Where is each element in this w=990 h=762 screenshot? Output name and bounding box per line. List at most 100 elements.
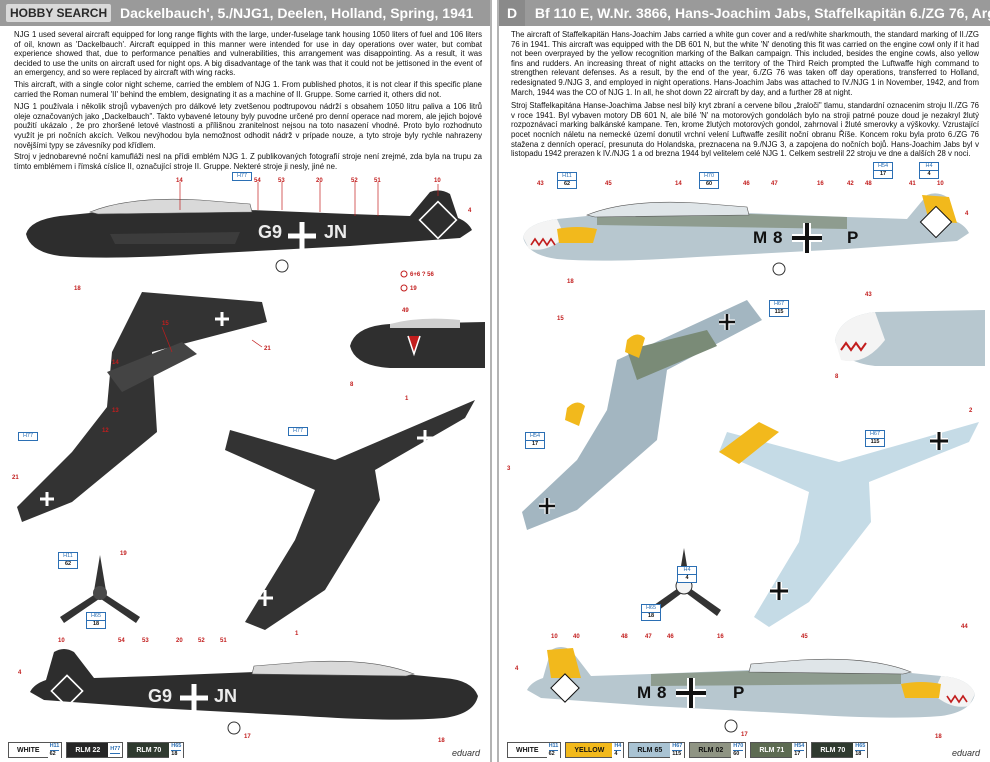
right-bottom-callout-48: 48 bbox=[621, 634, 628, 640]
right-top-code-1: M bbox=[753, 228, 767, 247]
left-bottom-callout-51: 51 bbox=[220, 638, 227, 644]
right-bottom-callout-40: 40 bbox=[573, 634, 580, 640]
left-profile-panel: HOBBY SEARCH Dackelbauch', 5./NJG1, Deel… bbox=[0, 0, 492, 762]
profile-letter-badge: D bbox=[499, 0, 525, 26]
left-ref-h77-top: H77 bbox=[232, 172, 252, 181]
left-ref-h77-under: H77 bbox=[288, 427, 308, 436]
right-callout-48: 48 bbox=[865, 181, 872, 187]
left-plan-callout-13: 13 bbox=[112, 408, 119, 414]
right-side-profile-top: M 8 P 43 45 14 46 47 16 42 48 41 10 4 18 bbox=[523, 181, 969, 285]
right-bottom-callout-17: 17 bbox=[741, 732, 748, 738]
left-bottom-callout-10: 10 bbox=[58, 638, 65, 644]
right-sharkmouth-detail: 43 8 bbox=[835, 292, 985, 380]
right-callout-41: 41 bbox=[909, 181, 916, 187]
left-bottom-callout-17: 17 bbox=[244, 734, 251, 740]
right-bottom-code-2: 8 bbox=[657, 683, 666, 702]
left-plan-callout-15: 15 bbox=[162, 321, 169, 327]
left-callout-4: 4 bbox=[468, 208, 472, 214]
left-header-title: Dackelbauch', 5./NJG1, Deelen, Holland, … bbox=[120, 5, 474, 21]
swatch-name: WHITE bbox=[508, 743, 547, 757]
left-top-code-letters: G9 bbox=[258, 222, 282, 242]
left-bottom-callout-54: 54 bbox=[118, 638, 125, 644]
left-para-en-2: This aircraft, with a single color night… bbox=[14, 79, 482, 99]
left-nose-callout-49: 49 bbox=[402, 308, 409, 314]
right-side-profile-bottom: M 8 P 10 40 48 47 46 16 45 44 4 17 18 bbox=[515, 624, 975, 740]
left-ref-h77-plan: H77 bbox=[18, 432, 38, 441]
left-callout-52: 52 bbox=[351, 178, 358, 184]
swatch-name: YELLOW bbox=[566, 743, 613, 757]
svg-text:6+6 ? 56: 6+6 ? 56 bbox=[410, 272, 435, 278]
right-plan-callout-3: 3 bbox=[507, 466, 511, 472]
swatch-name: RLM 02 bbox=[690, 743, 732, 757]
left-plan-view-lower: 1 1 bbox=[225, 396, 475, 637]
right-callout-18: 18 bbox=[567, 279, 574, 285]
left-stencil-marks: 6+6 ? 56 19 bbox=[400, 270, 435, 292]
left-plan-callout-14: 14 bbox=[112, 360, 119, 366]
left-side-profile-bottom: G9 JN 10 54 53 20 52 51 4 17 18 bbox=[18, 638, 478, 744]
left-bottom-callout-53: 53 bbox=[142, 638, 149, 644]
left-para-en-1: NJG 1 used several aircraft equipped for… bbox=[14, 30, 482, 78]
right-bottom-callout-45: 45 bbox=[801, 634, 808, 640]
left-plan-callout-21b: 21 bbox=[12, 475, 19, 481]
right-callout-46: 46 bbox=[743, 181, 750, 187]
left-bottom-callout-20: 20 bbox=[176, 638, 183, 644]
left-bottom-callout-52: 52 bbox=[198, 638, 205, 644]
right-bottom-callout-46: 46 bbox=[667, 634, 674, 640]
left-header-bar: HOBBY SEARCH Dackelbauch', 5./NJG1, Deel… bbox=[0, 0, 490, 26]
left-nose-callout-8: 8 bbox=[350, 382, 354, 388]
right-header-title: Bf 110 E, W.Nr. 3866, Hans-Joachim Jabs,… bbox=[534, 5, 990, 21]
right-callout-4: 4 bbox=[965, 211, 969, 217]
left-callout-18: 18 bbox=[74, 286, 81, 292]
right-profile-panel: D Bf 110 E, W.Nr. 3866, Hans-Joachim Jab… bbox=[497, 0, 990, 762]
right-plan-view-upper: 15 3 bbox=[507, 300, 762, 530]
swatch-code: H77 bbox=[108, 746, 123, 754]
right-under-callout-2: 2 bbox=[969, 408, 973, 414]
swatch-name: WHITE bbox=[9, 743, 48, 757]
right-nose-callout-8: 8 bbox=[835, 374, 839, 380]
left-bottom-code-letters: G9 bbox=[148, 686, 172, 706]
right-para-cz: Stroj Staffelkapitána Hanse-Joachima Jab… bbox=[511, 101, 979, 159]
swatch-name: RLM 71 bbox=[751, 743, 793, 757]
right-callout-42: 42 bbox=[847, 181, 854, 187]
right-callout-10: 10 bbox=[937, 181, 944, 187]
left-plan-callout-21: 21 bbox=[264, 346, 271, 352]
right-callout-16: 16 bbox=[817, 181, 824, 187]
left-description: NJG 1 used several aircraft equipped for… bbox=[14, 30, 482, 173]
right-bottom-callout-10: 10 bbox=[551, 634, 558, 640]
swatch-name: RLM 70 bbox=[812, 743, 854, 757]
right-bottom-callout-47: 47 bbox=[645, 634, 652, 640]
left-bottom-code-letters-2: JN bbox=[214, 686, 237, 706]
right-bottom-code-1: M bbox=[637, 683, 651, 702]
left-callout-53: 53 bbox=[278, 178, 285, 184]
left-callout-51: 51 bbox=[374, 178, 381, 184]
right-callout-14: 14 bbox=[675, 181, 682, 187]
swatch-name: RLM 65 bbox=[629, 743, 671, 757]
left-side-profile-top: G9 JN 14 54 53 20 52 51 10 4 18 bbox=[26, 178, 472, 292]
logo-text: HOBBY SEARCH bbox=[10, 6, 108, 20]
swatch-name: RLM 70 bbox=[128, 743, 170, 757]
left-callout-10: 10 bbox=[434, 178, 441, 184]
eduard-signature: eduard bbox=[451, 748, 480, 758]
left-bottom-callout-18: 18 bbox=[438, 738, 445, 744]
right-nose-callout-43: 43 bbox=[865, 292, 872, 298]
